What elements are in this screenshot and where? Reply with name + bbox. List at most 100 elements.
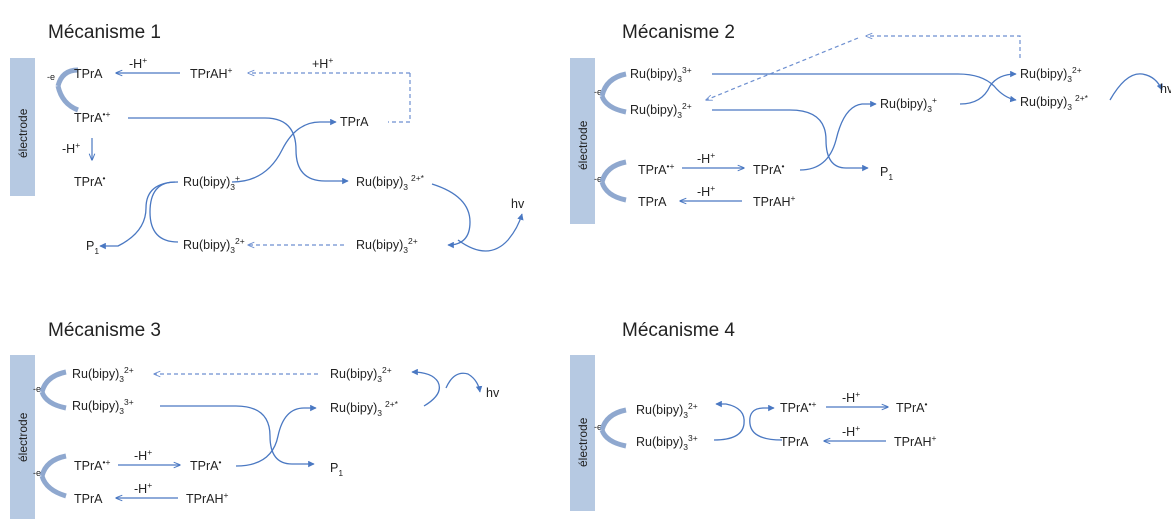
reaction-curve (160, 405, 315, 468)
electrode-bar (10, 58, 35, 196)
electron-label: -e (594, 87, 602, 97)
emission-hv: hv (511, 197, 525, 211)
reaction-curve (959, 70, 1017, 105)
electron-transfer-arc (599, 429, 627, 449)
reaction-curve (431, 183, 471, 249)
species-tpra-radical-cation: TPrA•+ (638, 161, 674, 177)
electrode-bar (10, 355, 35, 519)
electron-transfer-arc (599, 407, 627, 431)
mechanism-3-title: Mécanisme 3 (48, 320, 161, 341)
species-tpra-radical: TPrA• (74, 173, 105, 189)
electron-label: -e (33, 468, 41, 478)
electrode-label: électrode (16, 412, 30, 462)
mechanism-2-title: Mécanisme 2 (622, 22, 735, 43)
electron-transfer-arc (39, 475, 67, 499)
mechanism-1: Mécanisme 1 électrode -e TPrA -H+ TPrAH+… (10, 22, 525, 256)
electron-transfer-arc (599, 95, 627, 115)
electron-transfer-arc (39, 369, 67, 393)
reagent-minus-h: -H+ (842, 389, 860, 405)
reaction-curve (231, 118, 337, 183)
electron-transfer-arc (39, 453, 67, 477)
species-ru2: Ru(bipy)32+ (72, 365, 134, 384)
species-tprah: TPrAH+ (894, 433, 937, 449)
species-tpra: TPrA (780, 435, 809, 449)
species-ru2: Ru(bipy)32+ (1020, 65, 1082, 84)
reagent-plus-h: +H+ (312, 55, 333, 71)
species-ru2-excited: Ru(bipy)32+* (1020, 93, 1089, 112)
species-tpra-radical: TPrA• (190, 457, 221, 473)
reaction-curve (712, 109, 869, 172)
species-ru3: Ru(bipy)33+ (72, 397, 134, 416)
mechanism-4-title: Mécanisme 4 (622, 320, 735, 341)
species-tpra: TPrA (638, 195, 667, 209)
dashed-arrow (706, 37, 859, 100)
species-p1: P1 (330, 461, 343, 478)
species-tpra: TPrA (74, 67, 103, 81)
species-tpra-radical-cation: TPrA•+ (74, 457, 110, 473)
electron-transfer-arc (55, 85, 79, 113)
species-ru2: Ru(bipy)32+ (183, 236, 245, 255)
electron-transfer-arc (599, 181, 627, 203)
electron-label: -e (594, 174, 602, 184)
emission-hv: hv (486, 386, 500, 400)
species-tpra-radical-cation: TPrA•+ (74, 109, 110, 125)
species-ru2: Ru(bipy)32+ (330, 365, 392, 384)
reaction-curve (712, 73, 1017, 103)
species-ru2: Ru(bipy)32+ (636, 401, 698, 420)
emission-arrow (457, 213, 524, 252)
species-ru3: Ru(bipy)33+ (630, 65, 692, 84)
reaction-curve (149, 181, 179, 243)
electrode-label: électrode (576, 417, 590, 467)
reaction-curve (99, 181, 179, 250)
species-ru2-excited: Ru(bipy)32+* (330, 399, 399, 418)
species-ru2: Ru(bipy)32+ (630, 101, 692, 120)
species-tpra-radical: TPrA• (896, 399, 927, 415)
species-ru1: Ru(bipy)3+ (880, 95, 937, 114)
electrode-bar (570, 58, 595, 224)
species-tpra-radical: TPrA• (753, 161, 784, 177)
mechanism-1-title: Mécanisme 1 (48, 22, 161, 43)
species-ru2-excited: Ru(bipy)32+* (356, 173, 425, 192)
electrode-label: électrode (16, 108, 30, 158)
species-tpra-radical-cation: TPrA•+ (780, 399, 816, 415)
species-tpra: TPrA (74, 492, 103, 506)
species-tprah: TPrAH+ (190, 65, 233, 81)
reaction-curve (128, 117, 349, 185)
dashed-connector (388, 73, 411, 123)
reagent-minus-h: -H+ (697, 150, 715, 166)
electron-label: -e (47, 72, 55, 82)
mechanism-4: Mécanisme 4 électrode -e Ru(bipy)32+ Ru(… (570, 320, 937, 511)
species-ru2: Ru(bipy)32+ (356, 236, 418, 255)
mechanism-3: Mécanisme 3 électrode -e Ru(bipy)32+ Ru(… (10, 320, 500, 519)
electrode-label: électrode (576, 120, 590, 170)
emission-arrow (445, 372, 483, 393)
emission-hv: hv (1160, 82, 1171, 96)
species-tprah: TPrAH+ (186, 490, 229, 506)
reagent-minus-h: -H+ (842, 423, 860, 439)
reagent-minus-h: -H+ (129, 55, 147, 71)
electron-transfer-arc (599, 159, 627, 183)
species-p1: P1 (86, 239, 99, 256)
species-ru3: Ru(bipy)33+ (636, 433, 698, 452)
electron-transfer-arc (55, 67, 79, 87)
emission-arrow (1109, 73, 1163, 101)
electron-label: -e (33, 384, 41, 394)
mechanism-2: Mécanisme 2 électrode -e Ru(bipy)33+ Ru(… (570, 22, 1171, 224)
reagent-minus-h: -H+ (697, 183, 715, 199)
species-ru1: Ru(bipy)3+ (183, 173, 240, 192)
reaction-curve (749, 404, 783, 441)
electrode-bar (570, 355, 595, 511)
reaction-curve (799, 100, 877, 171)
reaction-curve (411, 368, 441, 407)
reagent-minus-h: -H+ (62, 140, 80, 156)
reaction-curve (235, 404, 317, 467)
species-tprah: TPrAH+ (753, 193, 796, 209)
electron-label: -e (594, 422, 602, 432)
reagent-minus-h: -H+ (134, 480, 152, 496)
electron-transfer-arc (599, 71, 627, 97)
species-tpra: TPrA (340, 115, 369, 129)
species-p1: P1 (880, 165, 893, 182)
dashed-connector (866, 36, 1021, 58)
reagent-minus-h: -H+ (134, 447, 152, 463)
